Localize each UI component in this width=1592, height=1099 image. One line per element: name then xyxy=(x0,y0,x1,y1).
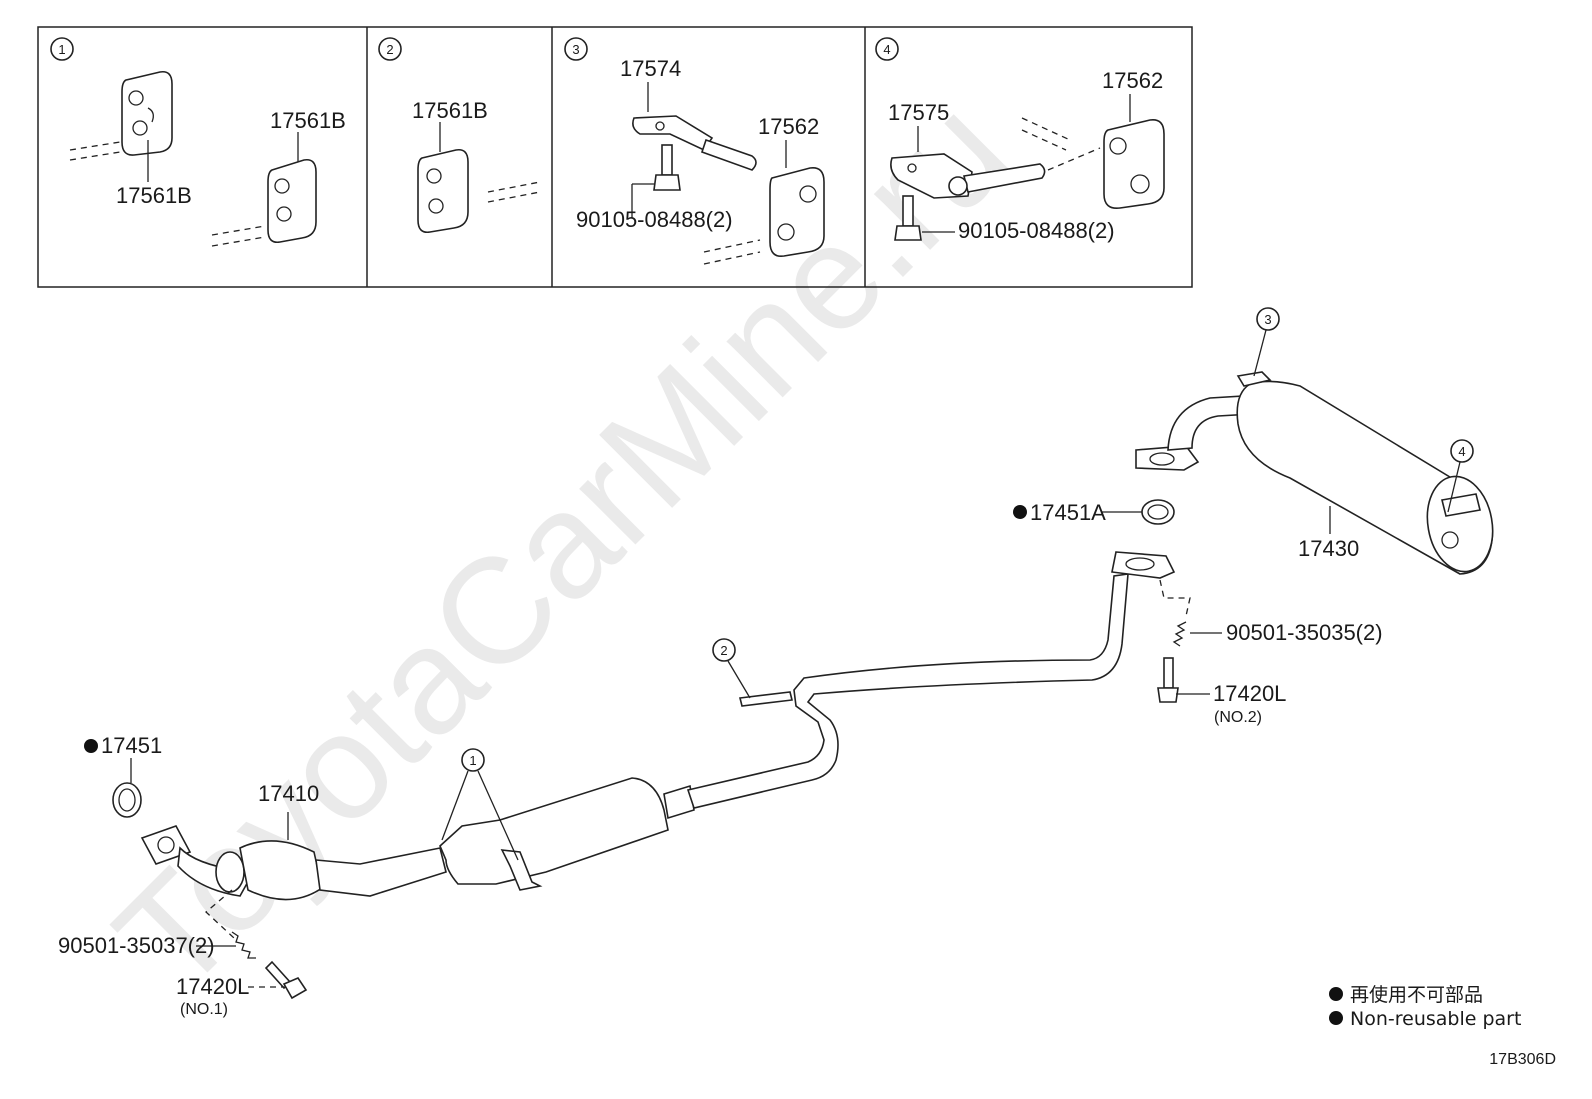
callout-4: 4 xyxy=(1447,439,1474,513)
label-17451: 17451 xyxy=(101,733,162,758)
label-17420l-no1: 17420L xyxy=(176,974,249,999)
svg-text:3: 3 xyxy=(1264,312,1271,327)
svg-text:1: 1 xyxy=(58,42,65,57)
label-17562: 17562 xyxy=(758,114,819,139)
rear-flange-icon xyxy=(1111,551,1176,579)
non-reusable-bullet xyxy=(84,739,98,753)
label-17561b-b: 17561B xyxy=(270,108,346,133)
gasket-17451a-icon xyxy=(1141,499,1175,525)
panel-4-callout: 4 xyxy=(875,37,899,61)
svg-text:1: 1 xyxy=(469,753,476,768)
bracket-icon xyxy=(890,153,1046,199)
label-17430: 17430 xyxy=(1298,536,1359,561)
bolt-17420l-icon xyxy=(264,960,308,1000)
rubber-hanger-icon xyxy=(417,148,469,234)
tail-pipe-muffler xyxy=(1135,371,1494,575)
spring-icon xyxy=(1172,621,1187,647)
callout-2: 2 xyxy=(712,638,751,699)
panel-3-callout: 3 xyxy=(564,37,588,61)
spring-icon xyxy=(231,931,256,959)
detail-panels xyxy=(37,26,1193,288)
legend: 再使用不可部品 Non-reusable part xyxy=(1329,984,1521,1030)
legend-bullet xyxy=(1329,987,1343,1001)
label-no2: (NO.2) xyxy=(1214,709,1262,726)
svg-text:2: 2 xyxy=(720,643,727,658)
bolt-17420l-icon xyxy=(1157,657,1179,703)
panel-1-callout: 1 xyxy=(50,37,74,61)
bolt-icon xyxy=(894,195,922,241)
label-17451a: 17451A xyxy=(1030,500,1106,525)
rubber-hanger-icon xyxy=(1103,118,1165,210)
label-90105-08488-b: 90105-08488(2) xyxy=(958,218,1115,243)
panel-2: 2 17561B xyxy=(378,37,541,234)
callout-3: 3 xyxy=(1253,307,1280,377)
label-17574: 17574 xyxy=(620,56,681,81)
bolt-icon xyxy=(653,144,681,191)
legend-bullet xyxy=(1329,1011,1343,1025)
bracket-icon xyxy=(632,115,757,171)
gasket-17451-icon xyxy=(112,782,142,818)
figure-code: 17B306D xyxy=(1489,1051,1556,1068)
rubber-hanger-icon xyxy=(267,158,317,244)
non-reusable-bullet xyxy=(1013,505,1027,519)
label-no1: (NO.1) xyxy=(180,1001,228,1018)
panel-1: 1 17561B 17561B xyxy=(50,37,346,247)
rubber-hanger-icon xyxy=(769,166,825,258)
center-exhaust-pipe xyxy=(439,573,1129,891)
rubber-hanger-icon xyxy=(121,70,173,156)
label-17420l-no2: 17420L xyxy=(1213,681,1286,706)
label-90501-35037: 90501-35037(2) xyxy=(58,933,215,958)
panel-4: 4 17575 90105-08488(2) 17562 xyxy=(875,37,1165,243)
label-17562-b: 17562 xyxy=(1102,68,1163,93)
label-17410: 17410 xyxy=(258,781,319,806)
svg-text:2: 2 xyxy=(386,42,393,57)
panel-3: 3 17574 90105-08488(2) 17562 xyxy=(564,37,825,265)
front-exhaust-pipe xyxy=(140,812,447,901)
label-17561b-c: 17561B xyxy=(412,98,488,123)
svg-text:4: 4 xyxy=(883,42,890,57)
legend-jp: 再使用不可部品 xyxy=(1350,984,1483,1006)
legend-en: Non-reusable part xyxy=(1350,1008,1521,1030)
svg-text:4: 4 xyxy=(1458,444,1465,459)
label-17561b-a: 17561B xyxy=(116,183,192,208)
svg-text:3: 3 xyxy=(572,42,579,57)
callout-1: 1 xyxy=(441,748,519,861)
label-17575: 17575 xyxy=(888,100,949,125)
panel-2-callout: 2 xyxy=(378,37,402,61)
label-90501-35035: 90501-35035(2) xyxy=(1226,620,1383,645)
label-90105-08488: 90105-08488(2) xyxy=(576,207,733,232)
